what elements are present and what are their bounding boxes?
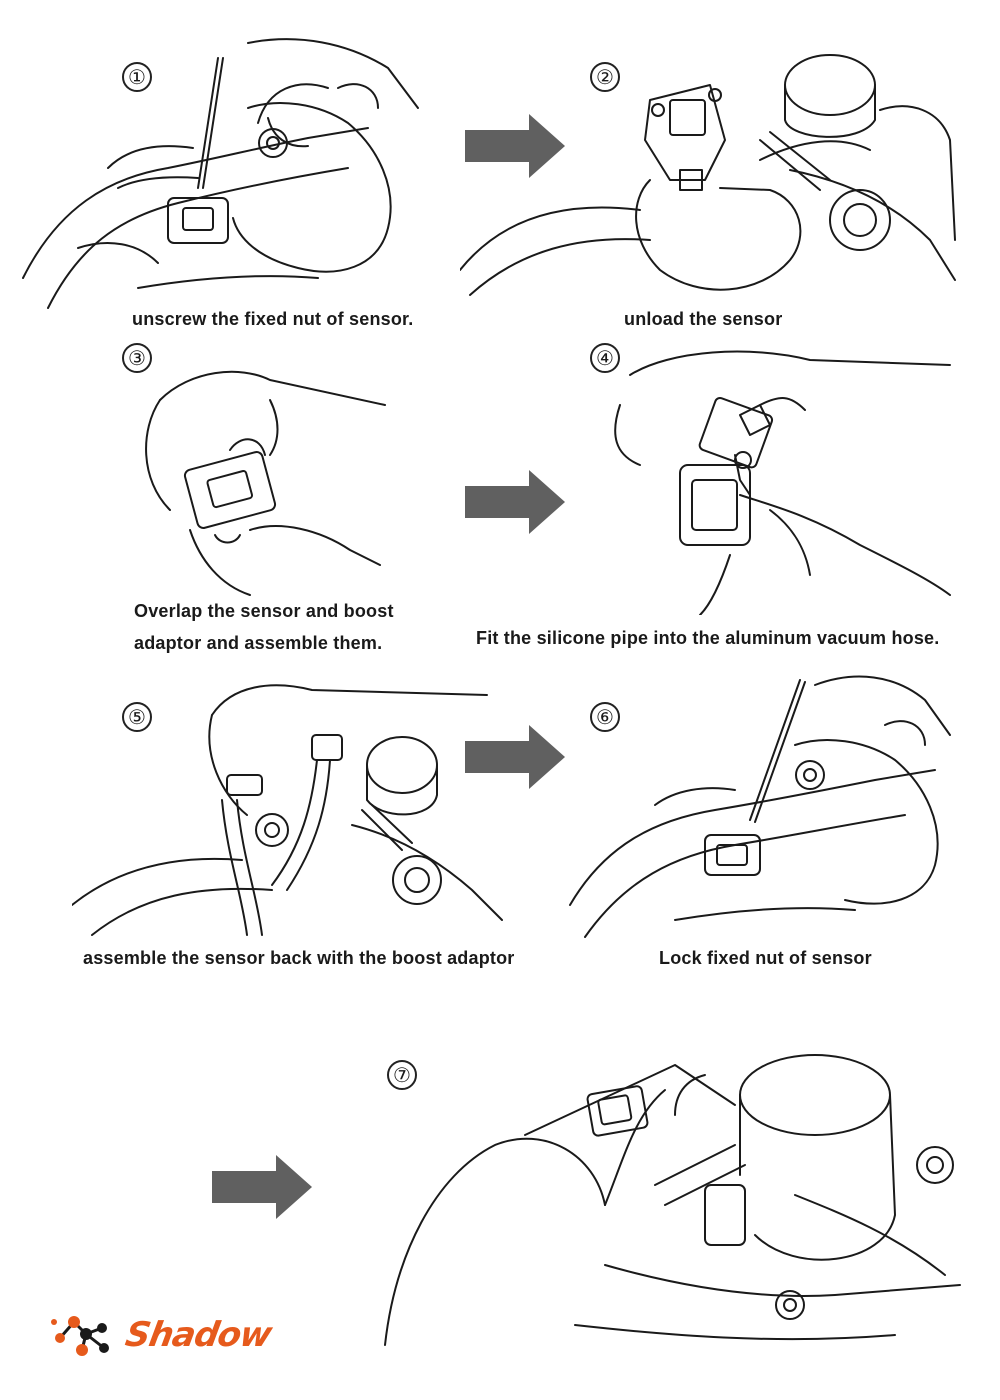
step-4-number: ④ [590,343,620,373]
step-4-caption: Fit the silicone pipe into the aluminum … [476,628,940,648]
molecule-logo-icon [51,1316,109,1356]
step-1-illustration [18,28,438,313]
step-5-illustration [72,665,512,940]
step-1-number: ① [122,62,152,92]
step-4-illustration [610,345,955,615]
brand-logo: Shadow [48,1308,275,1362]
next-step-arrow-4 [212,1155,312,1219]
step-7-number: ⑦ [387,1060,417,1090]
step-2-caption: unload the sensor [624,309,783,329]
step-3-caption-line-2: adaptor and assemble them. [134,633,383,653]
step-6-number: ⑥ [590,702,620,732]
step-1-caption: unscrew the fixed nut of sensor. [132,309,414,329]
step-6-illustration [565,665,960,940]
step-6-caption: Lock fixed nut of sensor [659,948,872,968]
step-3-number: ③ [122,343,152,373]
step-2-number: ② [590,62,620,92]
step-2-illustration [460,40,960,315]
step-3-illustration [130,360,400,600]
step-5-caption: assemble the sensor back with the boost … [83,948,515,968]
step-3-caption-line-1: Overlap the sensor and boost [134,601,394,621]
step-5-number: ⑤ [122,702,152,732]
next-step-arrow-3 [465,725,565,789]
step-7-illustration [375,1035,965,1365]
next-step-arrow-2 [465,470,565,534]
brand-wordmark: Shadow [122,1315,275,1355]
next-step-arrow-1 [465,114,565,178]
